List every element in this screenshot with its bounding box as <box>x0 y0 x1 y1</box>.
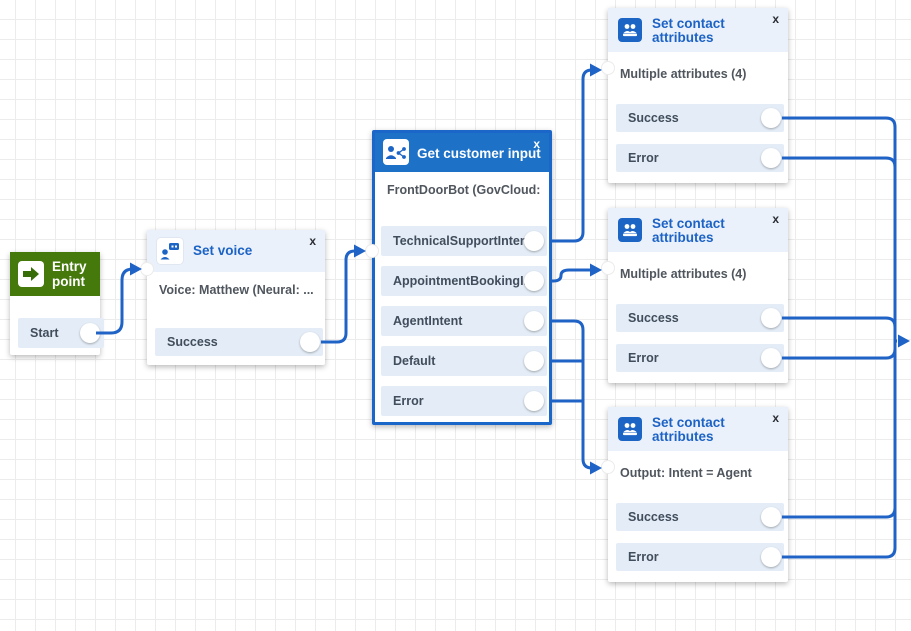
set-voice-header: Set voice x <box>147 230 325 272</box>
branch-row-error: Error <box>381 386 547 416</box>
sca-middle-success-port[interactable] <box>761 308 781 328</box>
entry-start-port[interactable] <box>80 323 100 343</box>
entry-point-block[interactable]: Entry point Start <box>10 252 104 355</box>
get-customer-input-block[interactable]: Get customer input x FrontDoorBot (GovCl… <box>365 130 552 425</box>
connector-success-to-get-customer-input[interactable] <box>321 249 356 344</box>
sca-bottom-success-label: Success <box>628 510 679 524</box>
sca-middle-title: Set contact attributes <box>652 216 725 245</box>
sca-top-input-port[interactable] <box>601 61 615 75</box>
branch-row-technicalsupportintent: TechnicalSupportIntent <box>381 226 547 256</box>
sca-top-success-row: Success <box>616 104 784 132</box>
technicalsupportintent-port[interactable] <box>524 231 544 251</box>
set-contact-attributes-top-block[interactable]: Set contact attributes x Multiple attrib… <box>601 8 788 183</box>
set-contact-attributes-middle-block[interactable]: Set contact attributes x Multiple attrib… <box>601 208 788 383</box>
connector-appointmentbooking-to-sca-middle[interactable] <box>549 268 592 283</box>
sca-middle-success-label: Success <box>628 311 679 325</box>
get-customer-input-input-port[interactable] <box>365 244 379 258</box>
sca-middle-header: Set contact attributes x <box>608 208 788 252</box>
sca-middle-error-label: Error <box>628 351 659 365</box>
connector-sca-top-success[interactable] <box>782 116 897 341</box>
set-contact-attributes-icon <box>618 218 642 242</box>
sca-middle-input-port[interactable] <box>601 261 615 275</box>
branch-label-default: Default <box>393 354 436 368</box>
sca-bottom-close-button[interactable]: x <box>772 411 779 425</box>
set-contact-attributes-bottom-block[interactable]: Set contact attributes x Output: Intent … <box>601 407 788 582</box>
get-customer-input-title: Get customer input <box>417 146 541 161</box>
sca-bottom-error-port[interactable] <box>761 547 781 567</box>
set-contact-attributes-icon <box>618 18 642 42</box>
entry-start-row: Start <box>18 318 104 348</box>
branch-row-agentintent: AgentIntent <box>381 306 547 336</box>
sca-top-success-label: Success <box>628 111 679 125</box>
set-voice-block[interactable]: Set voice x Voice: Matthew (Neural: ... … <box>140 230 325 365</box>
set-voice-subtitle: Voice: Matthew (Neural: ... <box>159 283 314 297</box>
sca-top-close-button[interactable]: x <box>772 12 779 26</box>
set-voice-close-button[interactable]: x <box>309 234 316 248</box>
branch-label-appointmentbooking: AppointmentBookingI... <box>393 274 534 288</box>
connector-sca-middle-success[interactable] <box>782 316 897 328</box>
sca-bottom-header: Set contact attributes x <box>608 407 788 451</box>
set-voice-input-port[interactable] <box>140 262 154 276</box>
connector-agentintent-to-sca-bottom[interactable] <box>549 319 593 470</box>
set-voice-title: Set voice <box>193 243 253 258</box>
set-voice-success-row: Success <box>155 328 323 356</box>
set-voice-success-port[interactable] <box>300 332 320 352</box>
default-port[interactable] <box>524 351 544 371</box>
set-voice-icon <box>157 238 183 264</box>
connector-sca-bottom-error[interactable] <box>782 341 897 559</box>
error-port[interactable] <box>524 391 544 411</box>
connector-technicalsupport-to-sca-top[interactable] <box>549 68 593 243</box>
branch-row-appointmentbooking: AppointmentBookingI... <box>381 266 547 296</box>
sca-bottom-input-port[interactable] <box>601 460 615 474</box>
get-customer-input-header: Get customer input x <box>375 133 549 172</box>
sca-top-error-label: Error <box>628 151 659 165</box>
set-contact-attributes-icon <box>618 417 642 441</box>
entry-start-label: Start <box>30 326 59 340</box>
sca-bottom-title: Set contact attributes <box>652 415 725 444</box>
sca-top-subtitle: Multiple attributes (4) <box>620 67 747 81</box>
branch-label-agentintent: AgentIntent <box>393 314 463 328</box>
entry-point-title: Entry point <box>52 259 87 289</box>
branch-label-technicalsupportintent: TechnicalSupportIntent <box>393 234 532 248</box>
branch-label-error: Error <box>393 394 424 408</box>
sca-middle-subtitle: Multiple attributes (4) <box>620 267 747 281</box>
sca-middle-success-row: Success <box>616 304 784 332</box>
get-customer-input-close-button[interactable]: x <box>533 137 540 151</box>
connector-sca-top-error[interactable] <box>782 156 897 168</box>
sca-top-error-row: Error <box>616 144 784 172</box>
get-customer-input-icon <box>383 139 409 165</box>
sca-middle-error-port[interactable] <box>761 348 781 368</box>
branch-row-default: Default <box>381 346 547 376</box>
connector-sca-bottom-success[interactable] <box>782 507 897 519</box>
entry-point-header: Entry point <box>10 252 100 296</box>
sca-top-title: Set contact attributes <box>652 16 725 45</box>
sca-top-error-port[interactable] <box>761 148 781 168</box>
appointmentbooking-port[interactable] <box>524 271 544 291</box>
sca-middle-close-button[interactable]: x <box>772 212 779 226</box>
entry-point-icon <box>18 261 44 287</box>
sca-middle-error-row: Error <box>616 344 784 372</box>
sca-bottom-error-label: Error <box>628 550 659 564</box>
agentintent-port[interactable] <box>524 311 544 331</box>
connector-sca-middle-error[interactable] <box>782 348 897 360</box>
sca-top-header: Set contact attributes x <box>608 8 788 52</box>
sca-bottom-subtitle: Output: Intent = Agent <box>620 466 752 480</box>
set-voice-success-label: Success <box>167 335 218 349</box>
sca-bottom-success-port[interactable] <box>761 507 781 527</box>
sca-bottom-success-row: Success <box>616 503 784 531</box>
sca-bottom-error-row: Error <box>616 543 784 571</box>
sca-top-success-port[interactable] <box>761 108 781 128</box>
arrowhead-exit-right <box>898 334 910 348</box>
get-customer-input-subtitle: FrontDoorBot (GovCloud:... <box>387 183 541 197</box>
